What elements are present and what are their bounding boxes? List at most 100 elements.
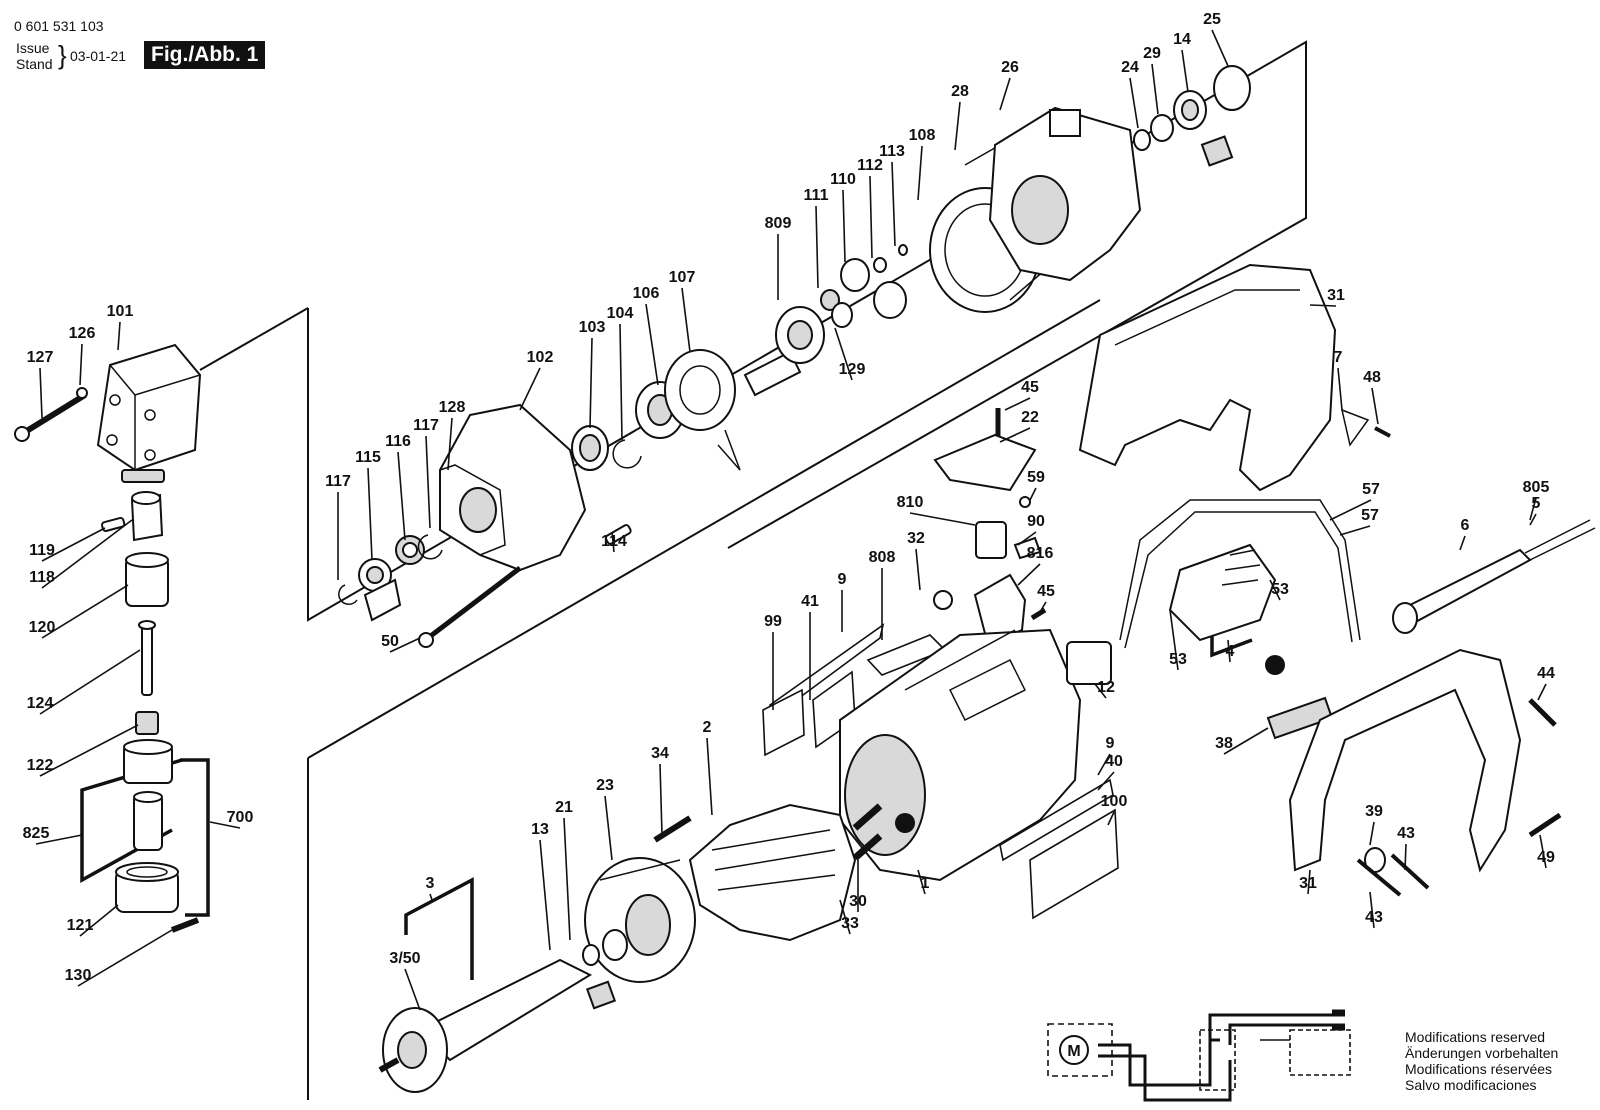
figure-label: Fig./Abb. 1 bbox=[144, 41, 266, 69]
screw-44 bbox=[1528, 698, 1557, 727]
callout-leader-28 bbox=[891, 161, 896, 247]
grease-icon-upper bbox=[1200, 135, 1234, 167]
pins-30 bbox=[852, 803, 883, 861]
callout-leader-20 bbox=[645, 303, 659, 386]
callout-leader-1 bbox=[79, 343, 83, 386]
callout-leader-6 bbox=[39, 649, 141, 715]
part-number-label: 102 bbox=[527, 349, 554, 366]
callout-leader-31 bbox=[999, 77, 1011, 111]
callout-leader-79 bbox=[1097, 771, 1115, 791]
part-number-label: 38 bbox=[1215, 735, 1233, 752]
callout-leader-9 bbox=[209, 821, 241, 829]
spindle-809 bbox=[743, 306, 825, 397]
field-stator-2 bbox=[688, 803, 857, 942]
washer-24 bbox=[1133, 129, 1151, 151]
needle-bearing-116 bbox=[395, 535, 425, 565]
part-number-label: 128 bbox=[439, 399, 466, 416]
callout-leader-65 bbox=[1404, 843, 1407, 871]
part-number-label: 48 bbox=[1363, 369, 1381, 386]
cap-25 bbox=[1213, 65, 1251, 111]
part-number-label: 45 bbox=[1021, 379, 1039, 396]
ring-113 bbox=[898, 244, 908, 256]
pin-129 bbox=[831, 302, 853, 328]
callout-leader-55 bbox=[1529, 513, 1537, 526]
part-number-label: 809 bbox=[765, 215, 792, 232]
terminal-32 bbox=[933, 590, 953, 610]
motor-flange-26 bbox=[988, 106, 1142, 282]
part-number-label: 44 bbox=[1537, 665, 1555, 682]
part-number-label: 124 bbox=[27, 695, 54, 712]
part-number-label: 101 bbox=[107, 303, 134, 320]
callout-leader-10 bbox=[79, 904, 119, 937]
part-number-label: 103 bbox=[579, 319, 606, 336]
angle-head-housing bbox=[96, 343, 202, 483]
callout-leader-13 bbox=[367, 467, 373, 561]
screw-130 bbox=[170, 917, 200, 933]
part-number-label: 6 bbox=[1461, 517, 1470, 534]
power-cord-6 bbox=[1392, 519, 1596, 634]
callout-leader-66 bbox=[1369, 891, 1375, 929]
svg-text:M: M bbox=[1067, 1043, 1080, 1060]
callout-leader-37 bbox=[1309, 304, 1337, 307]
callout-leader-53 bbox=[1339, 525, 1371, 536]
needle-bearing-103 bbox=[571, 425, 609, 471]
modifications-line-fr: Modifications réservées bbox=[1405, 1061, 1553, 1077]
callout-leader-73 bbox=[429, 893, 433, 901]
callout-leader-54 bbox=[1529, 497, 1537, 521]
part-number-label: 33 bbox=[841, 915, 859, 932]
part-number-label: 40 bbox=[1105, 753, 1123, 770]
screw-50 bbox=[418, 566, 522, 648]
callout-leader-42 bbox=[1029, 487, 1037, 501]
part-number-label: 816 bbox=[1027, 545, 1054, 562]
part-number-label: 121 bbox=[67, 917, 94, 934]
part-number-label: 2 bbox=[703, 719, 712, 736]
callout-leader-5 bbox=[41, 584, 129, 639]
callout-leader-67 bbox=[1307, 869, 1311, 895]
armature-3 bbox=[378, 958, 593, 1093]
part-number-label: 53 bbox=[1169, 651, 1187, 668]
fan-baffle-23 bbox=[584, 857, 696, 983]
callout-leader-80 bbox=[1107, 811, 1115, 826]
callout-leader-11 bbox=[77, 929, 173, 987]
part-number-label: 107 bbox=[669, 269, 696, 286]
part-number-label: 108 bbox=[909, 127, 936, 144]
label-100 bbox=[1029, 808, 1119, 920]
screw-49 bbox=[1528, 812, 1562, 838]
part-number-label: 126 bbox=[69, 325, 96, 342]
callout-leader-2 bbox=[117, 321, 121, 351]
screw-43-b bbox=[1390, 853, 1430, 890]
spring-34 bbox=[653, 815, 692, 843]
part-number-label: 3 bbox=[426, 875, 435, 892]
callout-leader-19 bbox=[619, 323, 623, 441]
part-number-label: 90 bbox=[1027, 513, 1045, 530]
part-number-label: 100 bbox=[1101, 793, 1128, 810]
ring-29 bbox=[1150, 114, 1174, 142]
callout-leader-36 bbox=[834, 327, 853, 381]
clip-7 bbox=[1340, 408, 1370, 447]
label-9-right bbox=[999, 778, 1114, 862]
callout-leader-62 bbox=[1223, 727, 1269, 755]
part-number-label: 122 bbox=[27, 757, 54, 774]
callout-leader-18 bbox=[589, 337, 593, 429]
part-number-label: 120 bbox=[29, 619, 56, 636]
part-number-label: 118 bbox=[29, 569, 55, 586]
part-number-label: 130 bbox=[65, 967, 92, 984]
part-number-callouts: 1271261011191181201241228257001211301171… bbox=[23, 11, 1555, 1011]
callout-leader-17 bbox=[519, 367, 541, 411]
part-number-label: 9 bbox=[1106, 735, 1115, 752]
document-number: 0 601 531 103 bbox=[14, 18, 104, 34]
stand-label: Stand bbox=[16, 56, 53, 72]
part-number-label: 9 bbox=[838, 571, 847, 588]
callout-leader-74 bbox=[404, 968, 421, 1011]
callout-leader-32 bbox=[1129, 77, 1139, 129]
circlip-117-b bbox=[417, 534, 443, 560]
spring-122 bbox=[135, 711, 159, 735]
part-number-label: 57 bbox=[1361, 507, 1379, 524]
callout-leader-72 bbox=[539, 839, 551, 951]
part-number-label: 112 bbox=[857, 157, 883, 174]
callout-leader-71 bbox=[563, 817, 571, 941]
part-number-label: 21 bbox=[555, 799, 573, 816]
cable-57 bbox=[1119, 499, 1361, 649]
part-number-label: 7 bbox=[1334, 349, 1343, 366]
washer-126 bbox=[76, 387, 88, 399]
